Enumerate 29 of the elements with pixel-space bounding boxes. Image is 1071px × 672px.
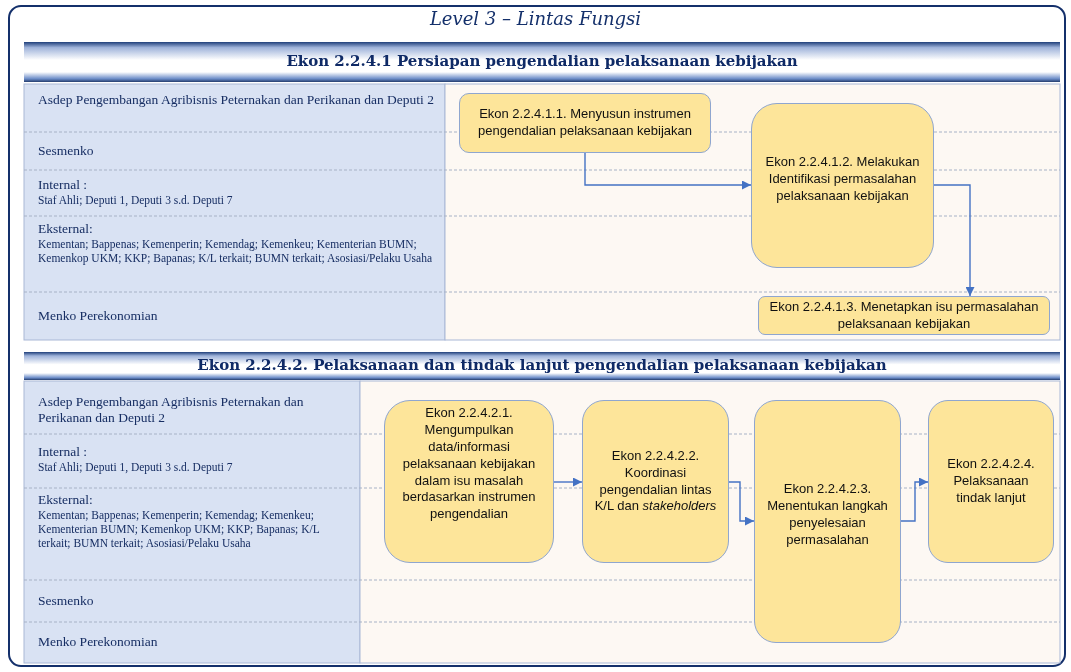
diagram-title: Level 3 – Lintas Fungsi [428,8,643,29]
section-header-band: Ekon 2.2.4.2. Pelaksanaan dan tindak lanjut pengendalian pelaksanaan kebijakan [24,352,1060,380]
arrow [728,481,755,526]
lane-label: Asdep Pengembangan Agribisnis Peternakan dan Perikanan dan Deputi 2 [38,394,305,427]
process-box: Ekon 2.2.4.2.1. Mengumpulkan data/informasi pelaksanaan kebijakan dalam isu masalah berdasarkan instrumen pengendalian [384,400,554,563]
section-header-band: Ekon 2.2.4.1 Persiapan pengendalian pelaksanaan kebijakan [24,42,1060,82]
lane-label: Menko Perekonomian [38,634,159,651]
lane-label: Internal : [38,177,89,194]
lane-label: Kementan; Bappenas; Kemenperin; Kemendag; Kemenkeu; Kementerian BUMN; Kemenkop UKM; KKP; Bapanas; K/L terkait; BUMN terkait; Asosiasi/Pelaku Usaha [38,238,434,266]
process-box: Ekon 2.2.4.1.1. Menyusun instrumen pengendalian pelaksanaan kebijakan [459,93,711,153]
lane-label: Sesmenko [38,593,95,610]
lane-label: Internal : [38,444,89,461]
lane-label: Sesmenko [38,143,95,160]
lane-label: Staf Ahli; Deputi 1, Deputi 3 s.d. Deputi 7 [38,461,234,475]
arrow [553,477,583,487]
arrow [933,184,975,297]
process-box: Ekon 2.2.4.2.3. Menentukan langkah penyelesaian permasalahan [754,400,901,643]
arrow [584,152,752,190]
lane-label: Eksternal: [38,492,94,509]
lane-label: Eksternal: [38,221,94,238]
lane-label: Asdep Pengembangan Agribisnis Peternakan dan Perikanan dan Deputi 2 [38,92,435,109]
process-box: Ekon 2.2.4.1.3. Menetapkan isu permasalahan pelaksanaan kebijakan [758,296,1050,335]
lane-label: Staf Ahli; Deputi 1, Deputi 3 s.d. Deputi 7 [38,194,234,208]
lane-label: Kementan; Bappenas; Kemenperin; Kemendag; Kemenkeu; Kementerian BUMN; Kemenkop UKM; KKP; Bapanas; K/L terkait; BUMN terkait; Asosiasi/Pelaku Usaha [38,509,321,551]
process-box: Ekon 2.2.4.2.2. Koordinasi pengendalian lintas K/L dan stakeholders [582,400,729,563]
process-box: Ekon 2.2.4.1.2. Melakukan Identifikasi permasalahan pelaksanaan kebijakan [751,103,934,268]
lane-label: Menko Perekonomian [38,308,159,325]
process-box: Ekon 2.2.4.2.4. Pelaksanaan tindak lanjut [928,400,1054,563]
arrow [900,477,929,522]
